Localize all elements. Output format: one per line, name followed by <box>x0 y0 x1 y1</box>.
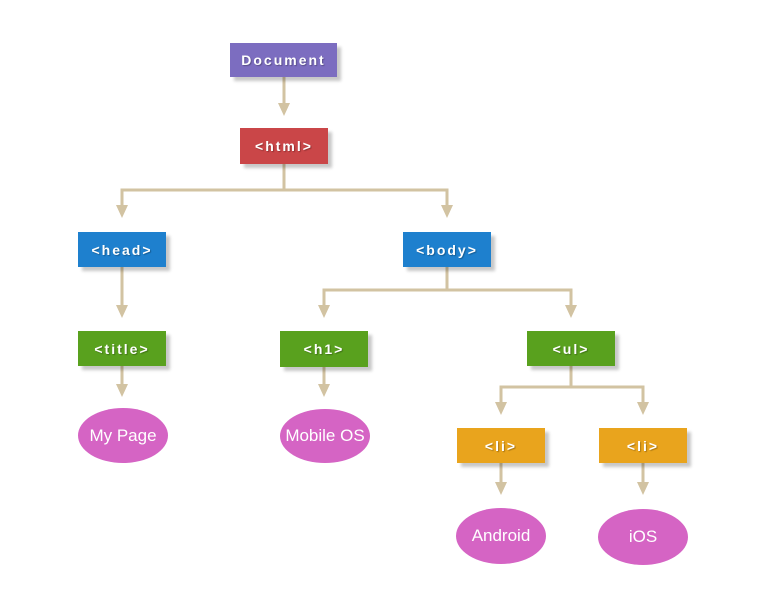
arrowhead-to-ios <box>637 482 649 495</box>
node-ul-label: <ul> <box>552 340 590 357</box>
arrowhead-to-android <box>495 482 507 495</box>
edge-ul-children-cross <box>499 385 645 402</box>
arrowhead-to-li1 <box>495 402 507 415</box>
arrowhead-to-ul <box>565 305 577 318</box>
arrowhead-to-mypage <box>116 384 128 397</box>
node-android: Android <box>456 508 546 564</box>
node-document: Document <box>230 43 337 77</box>
node-li-1: <li> <box>457 428 545 463</box>
arrowhead-to-html <box>278 103 290 116</box>
arrowhead-to-li2 <box>637 402 649 415</box>
node-h1-label: <h1> <box>303 341 345 357</box>
arrowhead-to-mobileos <box>318 384 330 397</box>
arrowhead-to-head <box>116 205 128 218</box>
node-mobile-os-label: Mobile OS <box>285 426 365 445</box>
node-my-page-label: My Page <box>89 425 157 445</box>
node-li-1-label: <li> <box>484 437 518 454</box>
node-body: <body> <box>403 232 491 267</box>
node-mobile-os: Mobile OS <box>280 409 370 463</box>
node-ios: iOS <box>598 509 688 565</box>
edge-body-children-cross <box>322 288 573 305</box>
node-head: <head> <box>78 232 166 267</box>
node-ul: <ul> <box>527 331 615 366</box>
node-title-label: <title> <box>94 340 150 357</box>
node-title: <title> <box>78 331 166 366</box>
arrowhead-to-title <box>116 305 128 318</box>
node-head-label: <head> <box>91 241 153 258</box>
arrowhead-to-h1 <box>318 305 330 318</box>
node-document-label: Document <box>241 52 326 68</box>
node-html: <html> <box>240 128 328 164</box>
node-body-label: <body> <box>416 241 478 258</box>
arrowhead-to-body <box>441 205 453 218</box>
node-h1: <h1> <box>280 331 368 367</box>
node-li-2: <li> <box>599 428 687 463</box>
node-li-2-label: <li> <box>626 437 660 454</box>
node-my-page: My Page <box>78 408 168 463</box>
node-ios-label: iOS <box>628 527 658 546</box>
edge-html-children-cross <box>120 188 449 205</box>
node-html-label: <html> <box>255 138 313 154</box>
node-android-label: Android <box>471 526 531 545</box>
